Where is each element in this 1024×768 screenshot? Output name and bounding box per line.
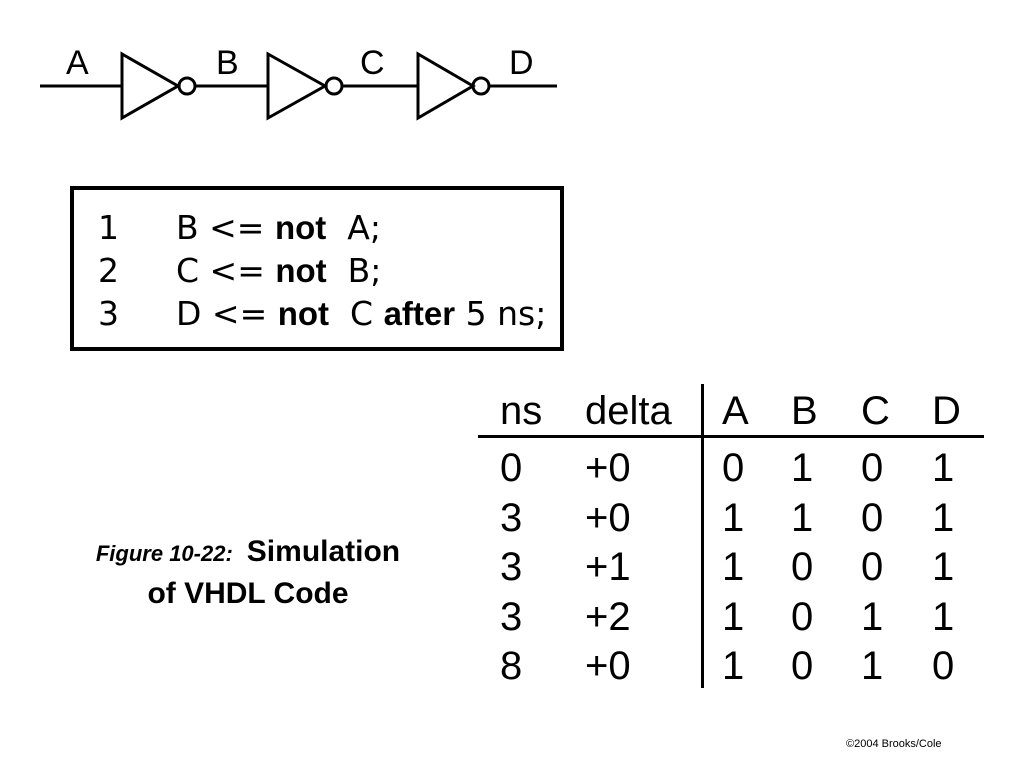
header-divider <box>478 435 984 438</box>
code-source: A; <box>347 208 381 247</box>
table-cell: 1 <box>932 594 955 639</box>
table-cell: 0 <box>791 644 814 688</box>
code-keyword: not <box>277 295 330 332</box>
table-header-c: C <box>861 389 890 433</box>
signal-label-c: C <box>360 44 385 82</box>
code-target: C <box>176 251 200 290</box>
code-keyword: not <box>275 252 327 289</box>
table-cell: 0 <box>500 446 523 490</box>
table-cell: 1 <box>861 594 884 639</box>
table-header-delta: delta <box>585 389 672 433</box>
caption-title-line2: of VHDL Code <box>147 577 349 610</box>
line-number: 2 <box>98 251 119 290</box>
table-cell: 1 <box>791 495 814 540</box>
table-header-a: A <box>722 389 749 433</box>
line-number: 1 <box>98 208 119 247</box>
signal-label-d: D <box>509 44 534 82</box>
table-header-b: B <box>791 389 818 433</box>
caption-title-line1: Simulation <box>246 535 401 568</box>
table-cell: 0 <box>722 446 745 490</box>
inverter-gate-2 <box>266 51 329 121</box>
inverter-bubble-1 <box>177 76 197 96</box>
inverter-gate-1 <box>120 51 182 121</box>
table-cell: 0 <box>861 446 884 490</box>
table-cell: 0 <box>791 545 814 589</box>
table-cell: 1 <box>722 644 745 688</box>
inverter-chain-diagram: A B C D <box>40 44 557 121</box>
table-cell: 1 <box>932 446 955 490</box>
code-target: D <box>176 294 202 333</box>
code-delay: 5 ns; <box>465 294 547 333</box>
table-cell: 0 <box>932 644 955 688</box>
table-cell: 0 <box>861 545 884 589</box>
table-cell: 3 <box>500 495 523 540</box>
table-header-ns: ns <box>500 389 543 433</box>
inverter-bubble-2 <box>324 76 344 96</box>
figure-number: Figure 10-22: <box>95 541 233 566</box>
figure-caption: Figure 10-22: Simulation of VHDL Code <box>28 532 468 614</box>
table-cell: +0 <box>585 644 631 688</box>
code-operator: <= <box>209 251 265 290</box>
table-cell: +2 <box>585 594 631 639</box>
table-cell: +0 <box>585 495 631 540</box>
table-cell: 0 <box>861 495 884 540</box>
code-source: C <box>350 294 374 333</box>
table-cell: 3 <box>500 545 523 589</box>
table-cell: +0 <box>585 446 631 490</box>
table-cell: 1 <box>722 545 745 589</box>
table-header-d: D <box>932 389 961 433</box>
code-keyword-after: after <box>383 295 456 332</box>
table-cell: 1 <box>791 446 814 490</box>
table-cell: 1 <box>932 545 955 589</box>
signal-label-a: A <box>66 44 89 82</box>
table-cell: 1 <box>861 644 884 688</box>
column-divider <box>701 384 704 688</box>
copyright-notice: ©2004 Brooks/Cole <box>846 738 942 750</box>
code-line-3: 3 D <= not C after 5 ns; <box>98 294 546 334</box>
line-number: 3 <box>98 294 119 333</box>
table-cell: +1 <box>585 545 631 589</box>
table-cell: 3 <box>500 594 523 639</box>
inverter-bubble-3 <box>471 76 491 96</box>
table-cell: 0 <box>791 594 814 639</box>
code-target: B <box>176 208 199 247</box>
code-operator: <= <box>211 294 268 333</box>
table-cell: 1 <box>722 594 745 639</box>
code-line-2: 2 C <= not B; <box>98 251 381 291</box>
table-cell: 8 <box>500 644 523 688</box>
table-cell: 1 <box>932 495 955 540</box>
code-line-1: 1 B <= not A; <box>98 208 381 248</box>
table-cell: 1 <box>722 495 745 540</box>
inverter-gate-3 <box>416 51 476 121</box>
code-keyword: not <box>274 209 327 246</box>
code-source: B; <box>347 251 382 290</box>
code-operator: <= <box>209 208 265 247</box>
signal-label-b: B <box>216 44 239 82</box>
